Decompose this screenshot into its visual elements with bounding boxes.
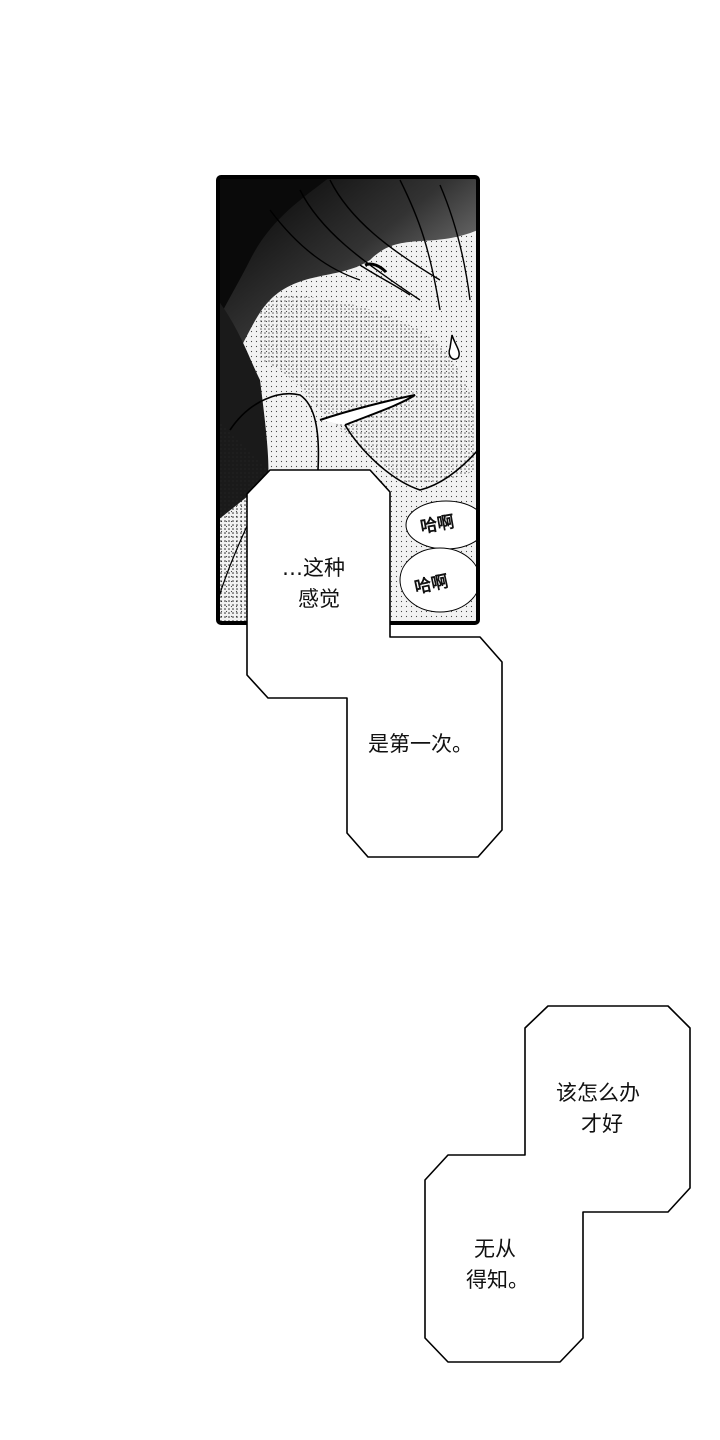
caption-box-upper bbox=[246, 469, 503, 858]
caption-text-1: …这种 感觉 bbox=[282, 553, 345, 615]
caption-2-line-1: 是第一次。 bbox=[368, 732, 473, 756]
caption-1-line-1: …这种 bbox=[282, 556, 345, 580]
caption-3-line-2: 才好 bbox=[581, 1112, 623, 1136]
caption-4-line-1: 无从 bbox=[474, 1237, 516, 1261]
caption-text-4: 无从 得知。 bbox=[466, 1234, 529, 1296]
caption-box-lower bbox=[424, 1005, 691, 1363]
caption-3-line-1: 该怎么办 bbox=[556, 1081, 640, 1105]
caption-text-2: 是第一次。 bbox=[368, 729, 473, 760]
caption-text-3: 该怎么办 才好 bbox=[556, 1078, 640, 1140]
caption-4-line-2: 得知。 bbox=[466, 1268, 529, 1292]
caption-1-line-2: 感觉 bbox=[298, 587, 340, 611]
panel-artwork bbox=[218, 177, 478, 623]
